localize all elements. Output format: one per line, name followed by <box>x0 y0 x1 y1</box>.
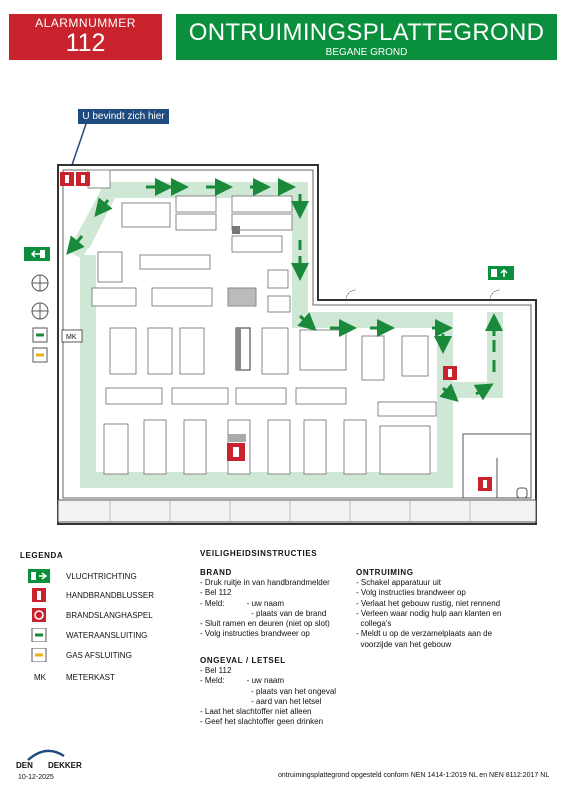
alarm-number-box: ALARMNUMMER 112 <box>9 14 162 60</box>
legend-label: WATERAANSLUITING <box>66 631 148 640</box>
meter-cabinet-icon: MK <box>34 673 46 682</box>
evacuation-section-title: ONTRUIMING <box>356 568 414 577</box>
escape-route-loop <box>80 255 453 488</box>
inner-wall <box>62 169 532 499</box>
legend-label: METERKAST <box>66 673 115 682</box>
instruction-line: - plaats van de brand <box>200 608 327 618</box>
evacuation-instructions: - Schakel apparatuur uit - Volg instruct… <box>356 578 501 650</box>
logo-name-right: DEKKER <box>48 761 82 770</box>
instruction-line: - Meldt u op de verzamelplaats aan de <box>356 629 493 639</box>
instruction-line: - Geef het slachtoffer geen drinken <box>200 717 324 727</box>
instruction-line: - plaats van het ongeval <box>200 686 337 696</box>
fire-hose-reel-icon <box>32 608 46 622</box>
instruction-line: collega's <box>356 619 392 629</box>
gas-shutoff-icon <box>31 648 47 662</box>
instruction-line: - aard van het letsel <box>200 696 322 706</box>
water-connection-icon <box>31 628 47 642</box>
legend-label: BRANDSLANGHASPEL <box>66 611 153 620</box>
instruction-line: - Laat het slachtoffer niet alleen <box>200 707 312 717</box>
logo-swoosh-icon <box>27 749 65 761</box>
instruction-line: - Sluit ramen en deuren (niet op slot) <box>200 619 330 629</box>
company-logo: DEN DEKKER 10-12-2025 <box>16 748 96 788</box>
instruction-line: - Volg instructies brandweer op <box>356 588 466 598</box>
facade-windows <box>109 500 471 522</box>
instruction-line: - Meld: - uw naam <box>200 598 285 608</box>
instruction-line: - Verleen waar nodig hulp aan klanten en <box>356 608 502 618</box>
instruction-line: - Volg instructies brandweer op <box>200 629 310 639</box>
alarm-number: 112 <box>65 29 106 57</box>
store-furniture <box>87 169 437 475</box>
utility-symbols <box>31 274 49 363</box>
legend-title: LEGENDA <box>20 551 64 560</box>
escape-arrows <box>66 178 503 402</box>
instruction-line: voorzijde van het gebouw <box>356 639 452 649</box>
accident-instructions: - Bel 112 - Meld: - uw naam - plaats van… <box>200 666 336 728</box>
exit-sign-east <box>488 266 514 280</box>
page-subtitle: BEGANE GROND <box>325 47 408 58</box>
front-facade <box>57 499 537 523</box>
instruction-line: - Bel 112 <box>200 666 232 675</box>
fire-instructions: - Druk ruitje in van handbrandmelder - B… <box>200 578 330 640</box>
accident-section-title: ONGEVAL / LETSEL <box>200 656 286 665</box>
meter-cabinet-label: MK <box>66 334 77 341</box>
back-rooms <box>462 433 532 499</box>
instruction-line: - Meld: - uw naam <box>200 676 285 686</box>
logo-name-left: DEN <box>16 761 33 770</box>
norm-footer: ontruimingsplattegrond opgesteld conform… <box>278 772 550 779</box>
title-box: ONTRUIMINGSPLATTEGROND BEGANE GROND <box>176 14 557 60</box>
legend-label: VLUCHTRICHTING <box>66 572 137 581</box>
instruction-line: - Schakel apparatuur uit <box>356 578 441 587</box>
fire-equipment <box>60 172 492 491</box>
legend-label: GAS AFSLUITING <box>66 651 132 660</box>
instruction-line: - Druk ruitje in van handbrandmelder <box>200 578 330 587</box>
instruction-line: - Verlaat het gebouw rustig, niet rennen… <box>356 598 501 608</box>
instructions-title: VEILIGHEIDSINSTRUCTIES <box>200 549 318 558</box>
floor-plan: MK <box>24 123 537 525</box>
you-are-here-pointer <box>71 123 87 166</box>
escape-route-icon <box>28 569 50 583</box>
page-title: ONTRUIMINGSPLATTEGROND <box>188 19 545 46</box>
exit-sign-west <box>24 247 50 261</box>
fire-extinguisher-icon <box>32 588 46 602</box>
route-dashes <box>298 240 496 372</box>
you-are-here-label: U bevindt zich hier <box>78 109 169 124</box>
alarm-label: ALARMNUMMER <box>35 16 136 30</box>
fire-section-title: BRAND <box>200 568 232 577</box>
instruction-line: - Bel 112 <box>200 588 232 598</box>
plan-date: 10-12-2025 <box>18 774 54 781</box>
legend-label: HANDBRANDBLUSSER <box>66 591 155 600</box>
